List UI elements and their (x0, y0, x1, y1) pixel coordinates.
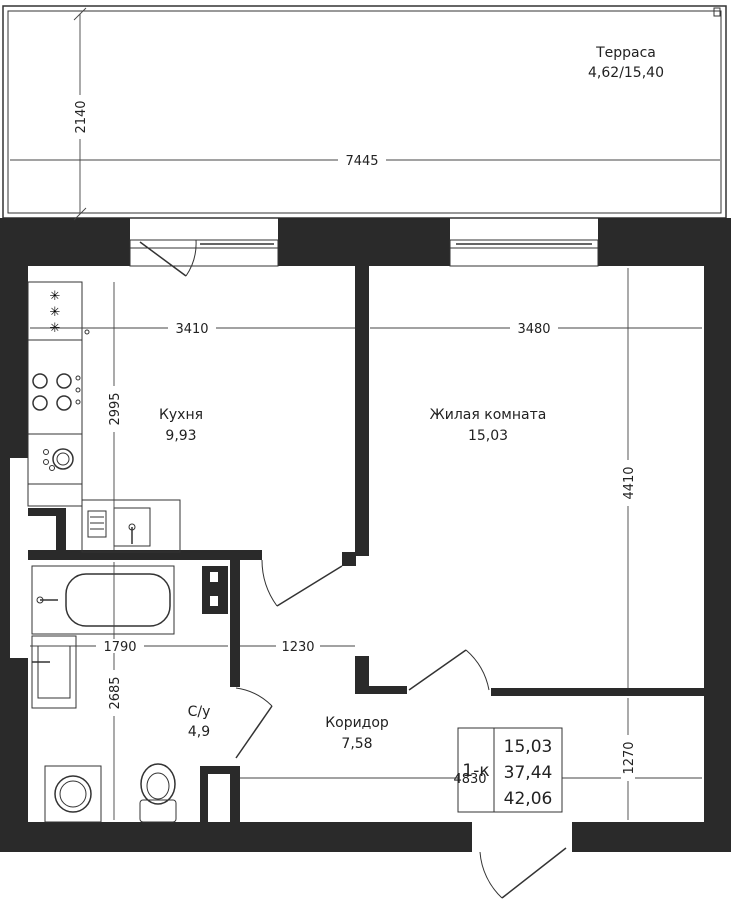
toilet-icon (139, 763, 177, 823)
dim-corridor-width: 1230 (281, 640, 314, 655)
living-area-value: 15,03 (504, 737, 553, 757)
area-summary-box: 4830 1-к 15,03 37,44 42,06 (453, 727, 563, 813)
kitchen-counter (27, 281, 181, 553)
dim-bath-height: 2685 (108, 676, 123, 709)
dim-kitchen-width: 3410 (175, 322, 208, 337)
room-area-terrace: 4,62/15,40 (588, 65, 664, 81)
kitchen-door (261, 559, 343, 607)
full-area-value: 42,06 (504, 789, 553, 809)
room-name-corridor: Коридор (325, 715, 389, 731)
washbasin-icon (31, 635, 77, 709)
bathroom-door (235, 687, 273, 759)
apartment-type: 1-к (462, 761, 489, 781)
room-area-living: 15,03 (468, 428, 508, 444)
room-area-kitchen: 9,93 (165, 428, 196, 444)
kitchen-window (129, 239, 279, 267)
entrance-door (479, 847, 567, 899)
room-area-bathroom: 4,9 (188, 724, 210, 740)
svg-text:✳: ✳ (50, 305, 61, 320)
dim-hall-width: 4830 (453, 772, 486, 787)
dim-kitchen-height: 2995 (108, 392, 123, 425)
washing-machine-icon (44, 765, 102, 823)
living-door (408, 649, 490, 691)
room-labels: Терраса 4,62/15,40 Кухня 9,93 Жилая комн… (159, 45, 664, 752)
dim-terrace-width: 7445 (345, 154, 378, 169)
dim-living-width: 3480 (517, 322, 550, 337)
svg-text:✳: ✳ (50, 321, 61, 336)
room-name-living: Жилая комната (430, 407, 547, 423)
room-name-bathroom: С/у (188, 704, 211, 720)
dim-living-height: 4410 (622, 466, 637, 499)
bathtub-icon (31, 565, 175, 635)
dim-bath-width: 1790 (103, 640, 136, 655)
dim-terrace-height: 2140 (74, 100, 89, 133)
kitchen-sink-icon (87, 507, 151, 547)
fridge-icon: ✳ ✳ ✳ (50, 289, 61, 336)
dimension-labels: 2140 7445 3410 2995 3480 4410 1790 2685 … (73, 95, 637, 781)
living-window (449, 239, 599, 267)
svg-text:✳: ✳ (50, 289, 61, 304)
exterior-walls (0, 218, 731, 852)
dishwasher-icon (43, 448, 74, 471)
room-name-terrace: Терраса (595, 45, 656, 61)
total-area-value: 37,44 (504, 763, 553, 783)
stove-icon (32, 373, 81, 411)
terrace-railing (2, 5, 727, 219)
room-area-corridor: 7,58 (341, 736, 372, 752)
interior-walls (28, 266, 704, 826)
terrace-door (139, 239, 197, 277)
room-name-kitchen: Кухня (159, 407, 203, 423)
dim-hall-height: 1270 (622, 741, 637, 774)
